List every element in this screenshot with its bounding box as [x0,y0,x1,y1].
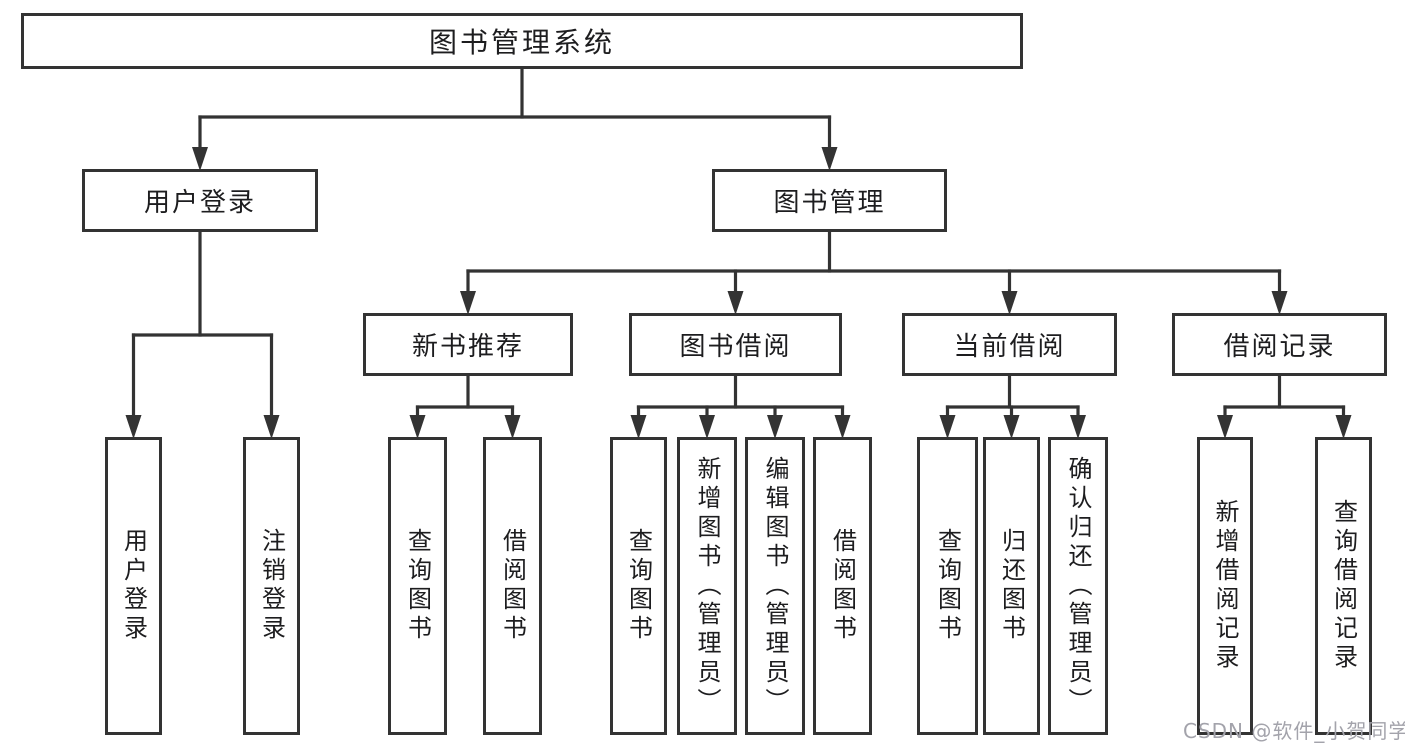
arrowhead-icon [1003,415,1020,439]
arrowhead-icon [409,415,426,439]
node-current-borrow: 当前借阅 [902,313,1117,376]
node-cb-query: 查询图书 [917,437,978,735]
node-label: 查询图书 [624,528,653,644]
arrowhead-icon [630,415,647,439]
node-label: 注销登录 [257,528,286,644]
node-ul-logout: 注销登录 [243,437,300,735]
arrowhead-icon [939,415,956,439]
node-bb-query: 查询图书 [610,437,667,735]
node-label: 当前借阅 [953,332,1066,362]
arrowhead-icon [834,415,851,439]
arrowhead-icon [1217,415,1233,439]
arrowhead-icon [1271,291,1288,315]
node-label: 用户登录 [119,528,148,644]
node-book-borrow: 图书借阅 [629,313,842,376]
node-label: 借阅图书 [498,528,527,644]
arrowhead-icon [263,415,280,439]
watermark-text: CSDN @软件_小贺同学 [1183,719,1405,743]
node-nbr-query: 查询图书 [388,437,447,735]
node-br-query: 查询借阅记录 [1315,437,1372,735]
node-borrow-records: 借阅记录 [1172,313,1387,376]
node-label: 查询图书 [933,528,962,644]
arrowhead-icon [699,415,715,439]
node-label: 查询图书 [403,528,432,644]
node-root: 图书管理系统 [21,13,1023,69]
node-bb-add: 新增图书（管理员） [677,437,737,735]
arrowhead-icon [460,291,476,315]
node-label: 新书推荐 [411,332,524,362]
arrowhead-icon [192,147,208,171]
node-label: 图书管理 [773,188,886,218]
node-br-add: 新增借阅记录 [1197,437,1253,735]
node-cb-confirm: 确认归还（管理员） [1048,437,1108,735]
node-label: 图书借阅 [679,332,792,362]
arrowhead-icon [125,415,142,439]
node-label: 编辑图书（管理员） [761,455,789,717]
node-label: 新增图书（管理员） [693,455,721,717]
node-label: 借阅图书 [828,528,857,644]
node-label: 借阅记录 [1223,332,1336,362]
node-bb-borrow: 借阅图书 [813,437,872,735]
node-label: 图书管理系统 [428,26,615,59]
arrowhead-icon [504,415,521,439]
arrowhead-icon [1001,291,1018,315]
node-nbr-borrow: 借阅图书 [483,437,542,735]
node-user-login: 用户登录 [82,169,318,232]
arrowhead-icon [1335,415,1352,439]
node-label: 用户登录 [143,188,256,218]
node-new-book-rec: 新书推荐 [363,313,573,376]
node-book-mgmt: 图书管理 [712,169,947,232]
node-label: 归还图书 [997,528,1026,644]
node-ul-login: 用户登录 [105,437,162,735]
arrowhead-icon [767,415,783,439]
node-label: 确认归还（管理员） [1064,455,1092,717]
node-bb-edit: 编辑图书（管理员） [745,437,805,735]
node-label: 查询借阅记录 [1329,499,1358,673]
arrowhead-icon [821,147,838,171]
node-cb-return: 归还图书 [983,437,1040,735]
arrowhead-icon [727,291,744,315]
node-label: 新增借阅记录 [1211,499,1239,673]
arrowhead-icon [1070,415,1086,439]
